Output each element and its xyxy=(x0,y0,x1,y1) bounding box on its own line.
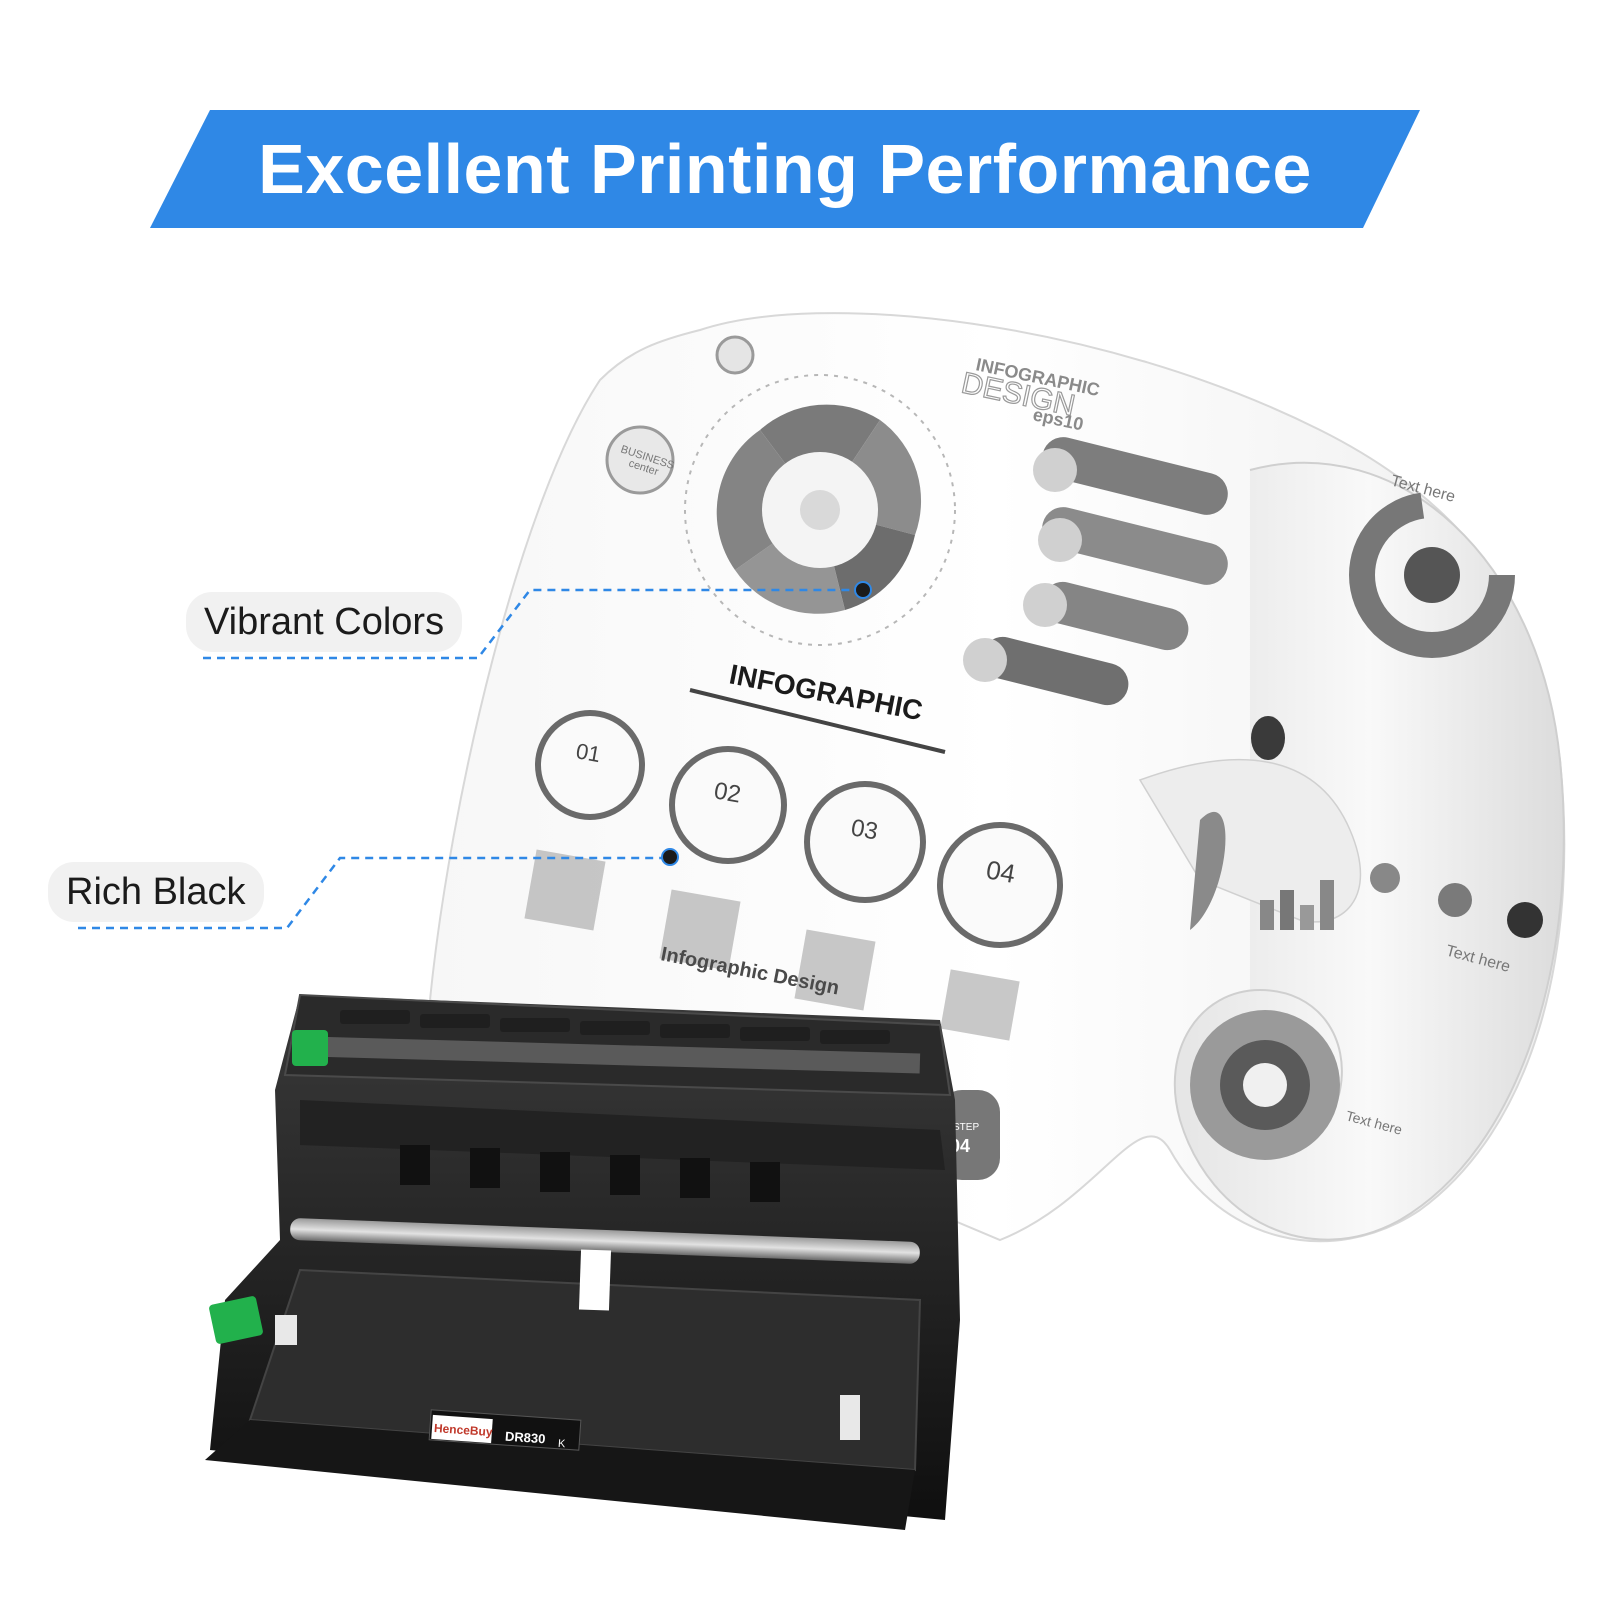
drum-bottom-bar xyxy=(205,1420,915,1530)
roll-graphics xyxy=(1190,492,1543,1160)
green-lever xyxy=(209,1296,263,1344)
drum-label-slot xyxy=(578,1249,612,1311)
green-tab-top xyxy=(292,1030,328,1066)
model-label: DR830 xyxy=(504,1429,545,1447)
white-clip-left xyxy=(275,1315,297,1345)
banner-shape xyxy=(150,110,1420,228)
step-02: 02 xyxy=(712,777,743,808)
color-code-label: K xyxy=(558,1438,567,1451)
brand-label: HenceBuy xyxy=(434,1421,494,1439)
rich-black-callout: Rich Black xyxy=(48,862,264,922)
wheel-pills xyxy=(605,335,1228,706)
white-clip-right xyxy=(840,1395,860,1440)
vibrant-colors-callout: Vibrant Colors xyxy=(186,592,463,652)
drum-lower-frame xyxy=(300,1100,945,1170)
step-04: 04 xyxy=(984,854,1018,889)
callout-lines xyxy=(78,588,860,930)
step-circles xyxy=(535,710,1063,948)
brand-label-bg xyxy=(431,1414,493,1444)
drum-roller xyxy=(290,1218,920,1264)
drum-grille-slots xyxy=(340,1010,890,1044)
black-leader-line xyxy=(78,856,668,930)
page-title: Excellent Printing Performance xyxy=(258,130,1312,208)
infographic-wheel xyxy=(684,374,956,646)
vibrant-callout-dot xyxy=(854,581,872,599)
vibrant-leader-line xyxy=(203,588,860,660)
step-01: 01 xyxy=(574,738,602,767)
step-badge-label: STEP xyxy=(953,1122,979,1133)
drum-teeth xyxy=(400,1145,780,1202)
text-blocks xyxy=(524,849,1020,1041)
black-callout-dot xyxy=(661,848,679,866)
drum-grille xyxy=(309,1036,921,1074)
step-03: 03 xyxy=(849,814,880,845)
drum-unit xyxy=(205,993,960,1530)
title-banner xyxy=(150,110,1420,228)
